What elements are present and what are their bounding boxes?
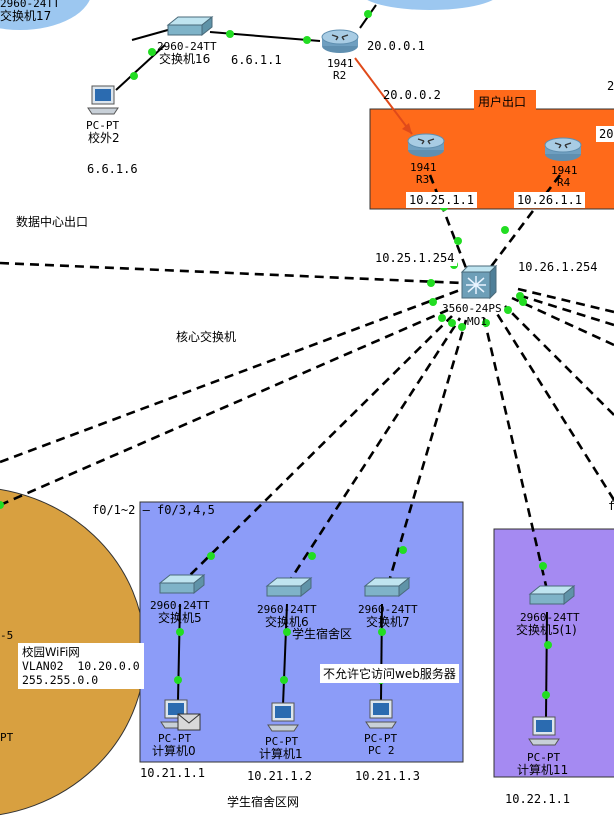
pc-1-name: 计算机1 (259, 747, 303, 761)
pc-0-name: 计算机0 (152, 744, 196, 758)
top-left-device-name: 交换机17 (0, 9, 52, 23)
edge-label-top-right: 2 (607, 79, 614, 93)
dorm-network-name: 学生宿舍区网 (224, 792, 303, 811)
envelope-icon (177, 713, 201, 731)
pc-0-model: PC-PT (158, 732, 192, 745)
core-switch-name: MO1 (467, 315, 487, 328)
purple-zone (493, 528, 614, 778)
core-switch-model: 3560-24PS (442, 302, 502, 315)
router-r4-model: 1941 (551, 164, 578, 177)
router-r4-ip: 10.26.1.1 (514, 192, 586, 208)
switch-6-name: 交换机6 (265, 615, 309, 629)
pc-11-icon[interactable] (528, 716, 560, 746)
pc-11-name: 计算机11 (517, 763, 569, 777)
pc-1-icon[interactable] (267, 702, 299, 732)
data-center-outlet-label: 数据中心出口 (16, 215, 89, 229)
user-outlet-title-bg (474, 90, 536, 110)
switch-7-icon[interactable] (364, 577, 410, 597)
pc-11-ip: 10.22.1.1 (505, 792, 571, 806)
pc-outside-model: PC-PT (86, 119, 120, 132)
switch-5-1-model: 2960-24TT (520, 611, 580, 624)
pc-outside-ip: 6.6.1.6 (87, 162, 138, 176)
router-r2-name: R2 (333, 69, 347, 82)
wifi-edge-label-1: -5 (0, 629, 14, 642)
switch-5-name: 交换机5 (158, 611, 202, 625)
pc-11-model: PC-PT (527, 751, 561, 764)
dorm-restriction-note: 不允许它访问web服务器 (320, 664, 459, 683)
pc-1-model: PC-PT (265, 735, 299, 748)
core-switch-caption: 核心交换机 (176, 330, 237, 344)
pc-outside-icon[interactable] (87, 85, 119, 115)
wifi-edge-label-2: PT (0, 731, 14, 744)
dorm-port-range: f0/1~2 — f0/3,4,5 (92, 503, 215, 517)
top-right-zone (367, 0, 493, 10)
wifi-info-box: 校园WiFi网 VLAN02 10.20.0.0 255.255.0.0 (18, 643, 144, 689)
router-r4-icon[interactable] (544, 137, 582, 162)
core-right-ip: 10.26.1.254 (515, 259, 601, 275)
router-r3-model: 1941 (410, 161, 437, 174)
wifi-name: 校园WiFi网 (22, 645, 80, 659)
pc-0-ip: 10.21.1.1 (137, 765, 209, 781)
router-r2-icon[interactable] (321, 29, 359, 54)
pc-2-model: PC-PT (364, 732, 398, 745)
switch-6-icon[interactable] (266, 577, 312, 597)
router-r3-serial-ip: 20.0.0.2 (383, 88, 441, 102)
switch-7-name: 交换机7 (366, 615, 410, 629)
switch-16-name: 交换机16 (159, 52, 211, 66)
switch-16-model: 2960-24TT (157, 40, 217, 53)
switch-5-icon[interactable] (159, 574, 205, 594)
pc-outside-name: 校外2 (88, 131, 120, 145)
switch-6-model: 2960-24TT (257, 603, 317, 616)
router-r2-ip: 20.0.0.1 (367, 39, 425, 53)
switch-5-model: 2960-24TT (150, 599, 210, 612)
edge-label-f: f (608, 499, 614, 513)
switch-5-1-name: 交换机5(1) (516, 623, 577, 637)
switch-5-1-icon[interactable] (529, 585, 575, 605)
switch-16-icon[interactable] (167, 16, 213, 36)
wifi-vlan: VLAN02 10.20.0.0 (22, 659, 140, 673)
router-r3-icon[interactable] (407, 133, 445, 158)
user-outlet-title: 用户出口 (478, 95, 527, 109)
pc-2-name: PC 2 (368, 744, 395, 757)
router-r4-name: R4 (557, 176, 571, 189)
pc-2-icon[interactable] (365, 699, 397, 729)
top-left-zone (0, 0, 90, 30)
serial-arrow (402, 123, 412, 134)
core-left-ip: 10.25.1.254 (372, 250, 458, 266)
pc-2-ip: 10.21.1.3 (352, 768, 424, 784)
router-r3-name: R3 (416, 173, 430, 186)
router-r3-ip: 10.25.1.1 (406, 192, 478, 208)
dorm-caption: 学生宿舍区 (292, 627, 353, 641)
core-switch-icon[interactable] (460, 264, 498, 300)
edge-label-r4-right: 20 (596, 126, 614, 142)
switch-7-model: 2960-24TT (358, 603, 418, 616)
wifi-mask: 255.255.0.0 (22, 673, 99, 687)
switch-16-ip: 6.6.1.1 (231, 53, 282, 67)
top-left-device-model: 2960-24TT (0, 0, 60, 10)
serial-link (354, 57, 413, 135)
router-r2-model: 1941 (327, 57, 354, 70)
pc-1-ip: 10.21.1.2 (244, 768, 316, 784)
dashed-links (0, 174, 614, 591)
